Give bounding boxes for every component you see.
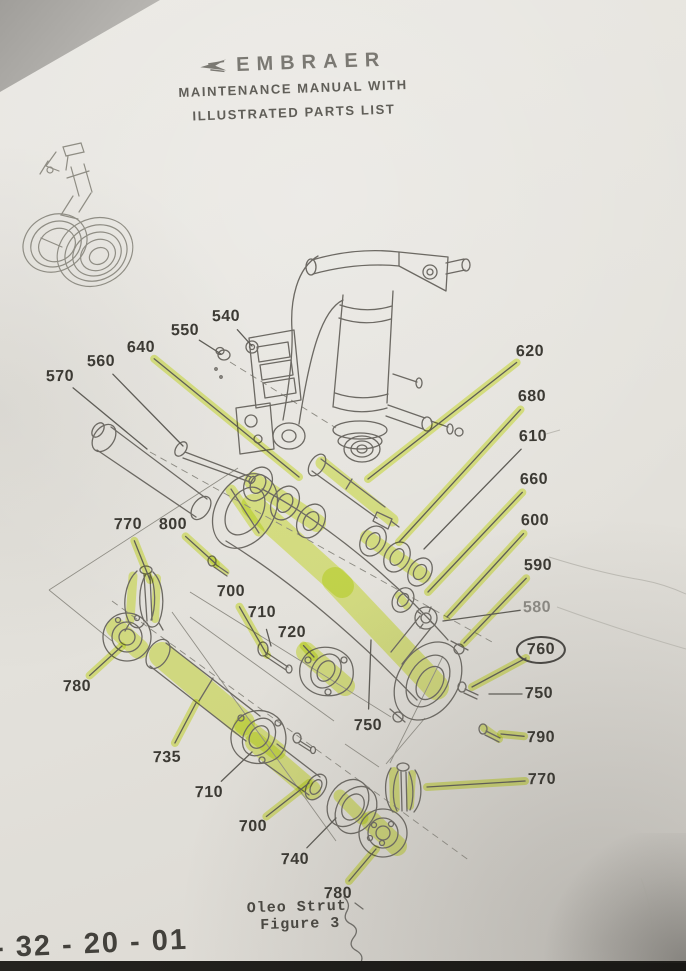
leader-line-640 xyxy=(153,358,300,478)
leader-line-710 xyxy=(265,628,272,647)
part-label-790-14: 790 xyxy=(526,728,556,747)
highlighted-leader-770 xyxy=(423,777,530,791)
embraer-logo-icon xyxy=(200,58,227,72)
highlighted-leader-700 xyxy=(262,779,313,821)
part-label-540-0: 540 xyxy=(211,307,241,326)
part-label-640-2: 640 xyxy=(126,338,156,357)
part-label-750-23: 750 xyxy=(353,716,383,735)
part-label-560-3: 560 xyxy=(86,352,116,371)
part-label-550-1: 550 xyxy=(170,321,200,340)
projection-lines xyxy=(48,467,444,842)
center-axis-lines xyxy=(111,361,493,862)
highlighted-leader-600 xyxy=(443,529,528,621)
manual-header: EMBRAER MAINTENANCE MANUAL WITH ILLUSTRA… xyxy=(147,47,439,125)
part-label-600-9: 600 xyxy=(520,511,550,530)
page-curl-shadow xyxy=(536,833,686,963)
highlighted-leader-760 xyxy=(468,654,531,691)
leader-line-770 xyxy=(133,540,151,581)
leader-line-770 xyxy=(426,780,526,788)
leader-line-580 xyxy=(442,609,521,622)
leader-line-560 xyxy=(112,373,184,447)
leader-line-570 xyxy=(72,387,148,450)
leader-line-700 xyxy=(265,782,310,818)
leader-line-600 xyxy=(446,532,525,618)
highlighted-leader-770 xyxy=(130,536,154,584)
leader-line-680 xyxy=(398,408,522,543)
ata-chapter-code: - 32 - 20 - 01 xyxy=(0,923,189,965)
part-label-770-16: 770 xyxy=(113,515,143,534)
highlighted-leader-790 xyxy=(497,730,529,741)
leader-line-620 xyxy=(367,361,518,480)
part-label-800-17: 800 xyxy=(158,515,188,534)
part-label-580-11: 580 xyxy=(522,598,552,617)
part-label-610-7: 610 xyxy=(518,427,548,446)
figure-number: Figure 3 xyxy=(260,914,341,934)
part-label-770-15: 770 xyxy=(527,770,557,789)
part-label-710-24: 710 xyxy=(194,783,224,802)
part-label-760-12: 760 xyxy=(515,635,567,665)
part-label-700-25: 700 xyxy=(238,817,268,836)
scan-edge-shadow xyxy=(0,961,686,971)
highlighted-leader-735 xyxy=(170,699,200,747)
leader-line-780 xyxy=(348,848,377,882)
leader-line-750 xyxy=(367,639,372,710)
part-label-620-5: 620 xyxy=(515,342,545,361)
highlighted-leader-590 xyxy=(460,574,531,647)
part-label-780-18: 780 xyxy=(62,677,92,696)
highlighted-leader-800 xyxy=(181,532,220,568)
header-line-2: ILLUSTRATED PARTS LIST xyxy=(192,101,396,124)
part-label-720-22: 720 xyxy=(277,623,307,642)
highlighted-leader-640 xyxy=(150,354,303,481)
leader-line-660 xyxy=(427,491,523,593)
leader-line-780 xyxy=(88,645,123,677)
leader-line-590 xyxy=(463,577,527,644)
leader-line-540 xyxy=(236,329,253,347)
part-label-735-19: 735 xyxy=(152,748,182,767)
part-label-660-8: 660 xyxy=(519,470,549,489)
part-label-710-21: 710 xyxy=(247,603,277,622)
header-line-1: MAINTENANCE MANUAL WITH xyxy=(178,77,408,100)
leader-line-550 xyxy=(198,339,222,355)
leader-line-610 xyxy=(423,448,522,550)
highlighted-leader-680 xyxy=(395,405,525,546)
figure-caption: Oleo Strut Figure 3 xyxy=(247,898,348,935)
leader-line-710 xyxy=(220,751,253,782)
highlighted-leader-720 xyxy=(299,641,318,661)
brand-row: EMBRAER xyxy=(147,47,438,80)
highlighted-leader-660 xyxy=(424,488,527,596)
leader-line-720 xyxy=(302,644,315,658)
leader-line-740 xyxy=(306,817,337,849)
main-strut-assembly xyxy=(214,249,471,463)
landing-gear-thumbnail-sketch xyxy=(22,142,134,288)
part-label-680-6: 680 xyxy=(517,387,547,406)
highlighted-leader-780 xyxy=(85,642,126,680)
part-label-740-26: 740 xyxy=(280,850,310,869)
leader-line-735 xyxy=(174,702,197,744)
part-label-750-13: 750 xyxy=(524,684,554,703)
part-label-700-20: 700 xyxy=(216,582,246,601)
page-corner-fold xyxy=(0,0,160,92)
leader-line-790 xyxy=(500,733,525,737)
brand-name: EMBRAER xyxy=(235,48,387,76)
part-label-590-10: 590 xyxy=(523,556,553,575)
highlighted-leader-780 xyxy=(344,845,380,886)
part-label-570-4: 570 xyxy=(45,367,75,386)
leader-line-800 xyxy=(184,535,217,565)
leader-line-760 xyxy=(471,657,527,688)
highlighted-leader-620 xyxy=(364,358,521,483)
